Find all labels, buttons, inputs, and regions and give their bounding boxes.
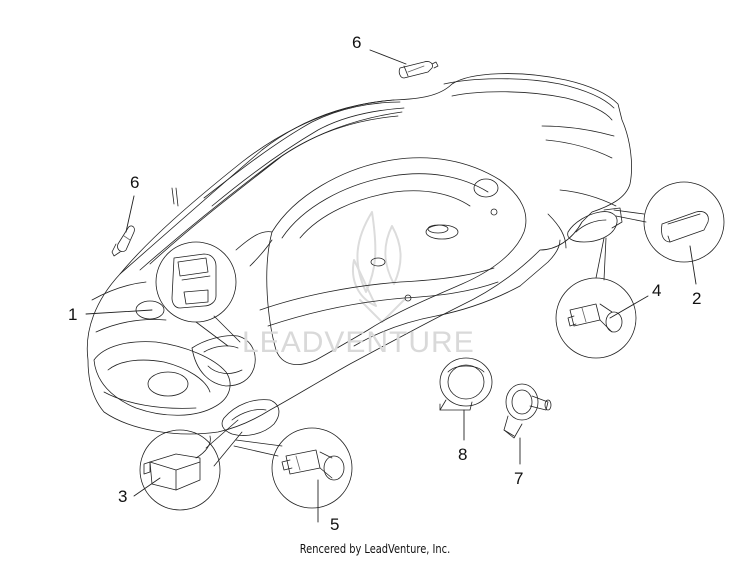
part-8-ring — [439, 357, 493, 411]
part-1-switch-detail — [155, 241, 241, 347]
part-7-switch — [503, 383, 552, 439]
footer-credit: Rencered by LeadVenture, Inc. — [299, 542, 451, 556]
part-5-switch — [233, 427, 353, 509]
watermark-logo — [352, 211, 405, 323]
callout-3[interactable]: 3 — [118, 487, 128, 506]
callout-6-top[interactable]: 6 — [352, 33, 362, 52]
part-2-cap — [613, 181, 725, 263]
callout-7[interactable]: 7 — [514, 469, 524, 488]
handlebar-cover — [86, 73, 632, 436]
callout-6-left[interactable]: 6 — [130, 173, 140, 192]
part-6-bulb-left — [111, 225, 135, 257]
watermark-text: LEADVENTURE — [242, 326, 475, 359]
part-4-switch — [555, 237, 637, 359]
part-6-bulb-top — [398, 61, 439, 79]
callout-5[interactable]: 5 — [330, 515, 340, 534]
part-3-switch — [139, 419, 243, 511]
callout-8[interactable]: 8 — [458, 445, 468, 464]
callout-4[interactable]: 4 — [652, 281, 662, 300]
leader-lines — [85, 49, 697, 523]
callout-1[interactable]: 1 — [68, 305, 78, 324]
callout-2[interactable]: 2 — [692, 289, 702, 308]
